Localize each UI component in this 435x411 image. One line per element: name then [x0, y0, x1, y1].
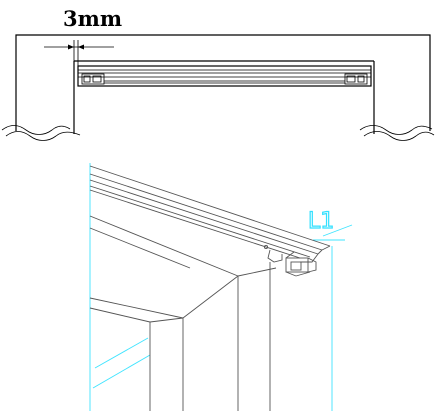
- right-bracket: [344, 73, 368, 85]
- left-break-lines: [1, 125, 81, 141]
- gap-dimension-line: [44, 40, 114, 68]
- perspective-view: L1: [89, 163, 353, 411]
- door-frame: [89, 215, 277, 411]
- wall-outline: [15, 34, 431, 134]
- gap-dimension-label: 3mm: [63, 6, 122, 31]
- header-rail: [89, 165, 331, 263]
- track-rail: [77, 65, 372, 87]
- elevation-view: 3mm: [1, 6, 435, 141]
- right-break-lines: [359, 125, 435, 141]
- l1-callout-label: L1: [308, 209, 334, 234]
- construction-lines: [89, 163, 353, 411]
- left-bracket: [81, 73, 105, 85]
- rail-bracket: [263, 244, 317, 277]
